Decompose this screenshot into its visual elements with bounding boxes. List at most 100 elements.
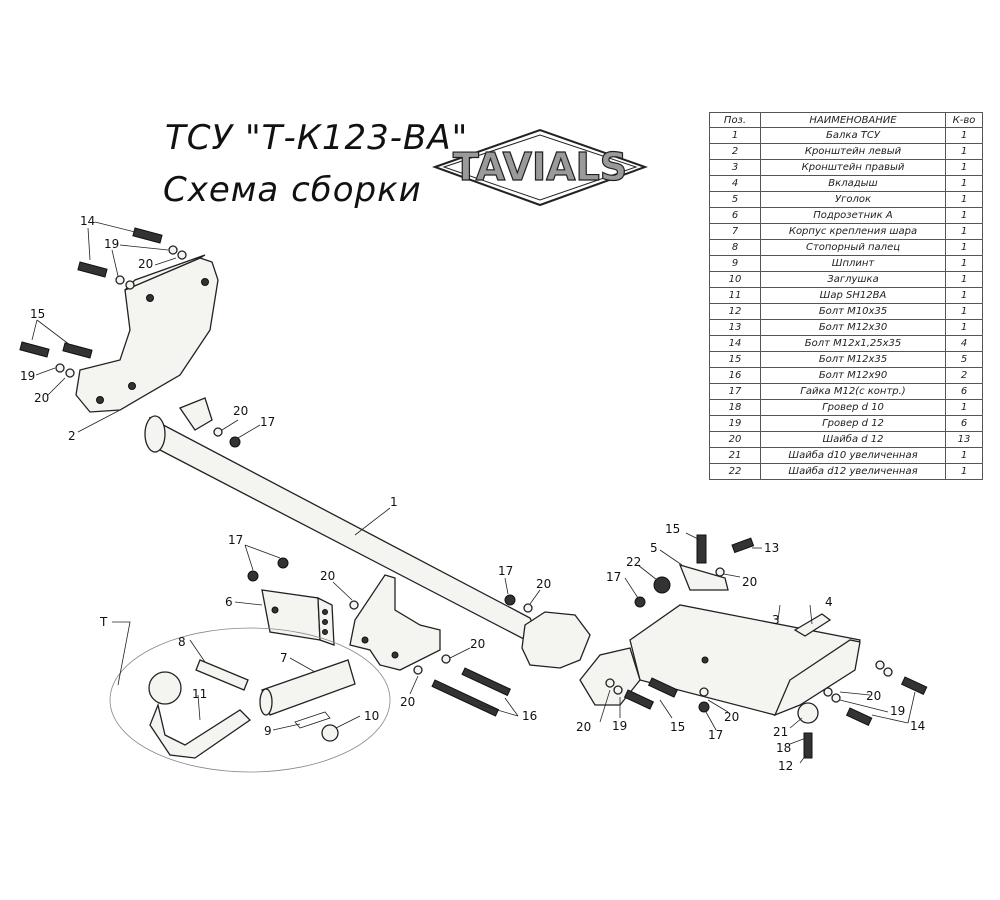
- washer: [177, 250, 187, 260]
- washer: [605, 678, 615, 688]
- leader-line: [529, 589, 541, 605]
- leader-line: [659, 549, 683, 566]
- bolt: [77, 261, 108, 278]
- leader-line: [335, 715, 361, 729]
- logo-text: TAVIALS: [453, 145, 627, 189]
- bolt: [696, 534, 707, 564]
- callout-17c: 17: [498, 564, 513, 578]
- callout-labels: 1 2 3 4 5 6 7 8 9 10 11 12 13 14 14 15 1…: [20, 214, 925, 773]
- leader-line: [839, 699, 889, 713]
- washer: [699, 687, 709, 697]
- bolt: [803, 732, 813, 759]
- leader-line: [289, 657, 316, 673]
- callout-20a: 20: [138, 257, 153, 271]
- bolt: [132, 227, 163, 244]
- callout-21: 21: [773, 725, 788, 739]
- callout-19b: 19: [20, 369, 35, 383]
- callout-17e: 17: [708, 728, 723, 742]
- callout-3: 3: [772, 613, 780, 627]
- callout-10: 10: [364, 709, 379, 723]
- callout-2: 2: [68, 429, 76, 443]
- nut: [277, 557, 289, 569]
- hole: [128, 382, 136, 390]
- leader-line: [189, 639, 206, 663]
- leader-line: [479, 704, 519, 717]
- leader-line: [707, 699, 729, 713]
- nut: [247, 570, 259, 582]
- washer: [413, 665, 423, 675]
- nut: [229, 436, 241, 448]
- washer: [875, 660, 885, 670]
- leader-line: [799, 754, 807, 764]
- leader-line: [723, 573, 741, 578]
- callout-19d: 19: [890, 704, 905, 718]
- fasteners: [19, 227, 928, 759]
- washer: [65, 368, 75, 378]
- angle-bracket: [678, 564, 729, 591]
- callout-20g: 20: [400, 695, 415, 709]
- leader-line: [871, 714, 909, 724]
- leader-line: [705, 711, 717, 731]
- bolt: [461, 667, 511, 697]
- socket-plate: [261, 589, 321, 641]
- leader-line: [197, 694, 201, 721]
- washer: [823, 687, 833, 697]
- leader-line: [31, 319, 38, 341]
- bolt: [19, 341, 50, 358]
- callout-15a: 15: [30, 307, 45, 321]
- callout-1: 1: [390, 495, 398, 509]
- callout-13: 13: [764, 541, 779, 555]
- leader-line: [119, 244, 169, 251]
- leader-line: [504, 697, 519, 717]
- washer: [653, 576, 671, 594]
- callout-14b: 14: [910, 719, 925, 733]
- leader-line: [47, 377, 66, 396]
- bolt: [647, 677, 679, 698]
- hole: [322, 609, 328, 615]
- bolt: [731, 537, 755, 554]
- bolt: [431, 679, 500, 717]
- leader-line: [244, 544, 281, 559]
- nut: [504, 594, 516, 606]
- callout-22: 22: [626, 555, 641, 569]
- washer: [213, 427, 223, 437]
- cotter-pin: [294, 711, 331, 729]
- callout-15b: 15: [665, 522, 680, 536]
- leader-line: [624, 577, 639, 599]
- leader-line: [777, 604, 781, 621]
- bolt: [623, 689, 655, 710]
- ball-housing-end: [259, 688, 273, 716]
- table-header-row: Поз. НАИМЕНОВАНИЕ К-во: [709, 112, 983, 128]
- washer: [168, 245, 178, 255]
- hole: [201, 278, 209, 286]
- nut: [698, 701, 710, 713]
- leader-line: [244, 544, 254, 571]
- beam-end-plate-left: [179, 397, 213, 431]
- callout-17a: 17: [260, 415, 275, 429]
- tow-ball-neck: [149, 702, 252, 759]
- left-bracket: [75, 257, 219, 413]
- washer: [797, 702, 819, 724]
- locking-pin: [195, 659, 249, 691]
- leader-line: [332, 581, 353, 601]
- callout-7: 7: [280, 651, 288, 665]
- callout-20f: 20: [470, 637, 485, 651]
- leader-line: [111, 249, 119, 277]
- washer: [125, 280, 135, 290]
- callout-17b: 17: [228, 533, 243, 547]
- callout-11: 11: [192, 687, 207, 701]
- callout-5: 5: [650, 541, 658, 555]
- leader-line: [907, 691, 916, 724]
- ball-group-outline: [109, 627, 391, 773]
- hole: [361, 636, 369, 644]
- callout-20d: 20: [320, 569, 335, 583]
- bolt: [62, 342, 93, 359]
